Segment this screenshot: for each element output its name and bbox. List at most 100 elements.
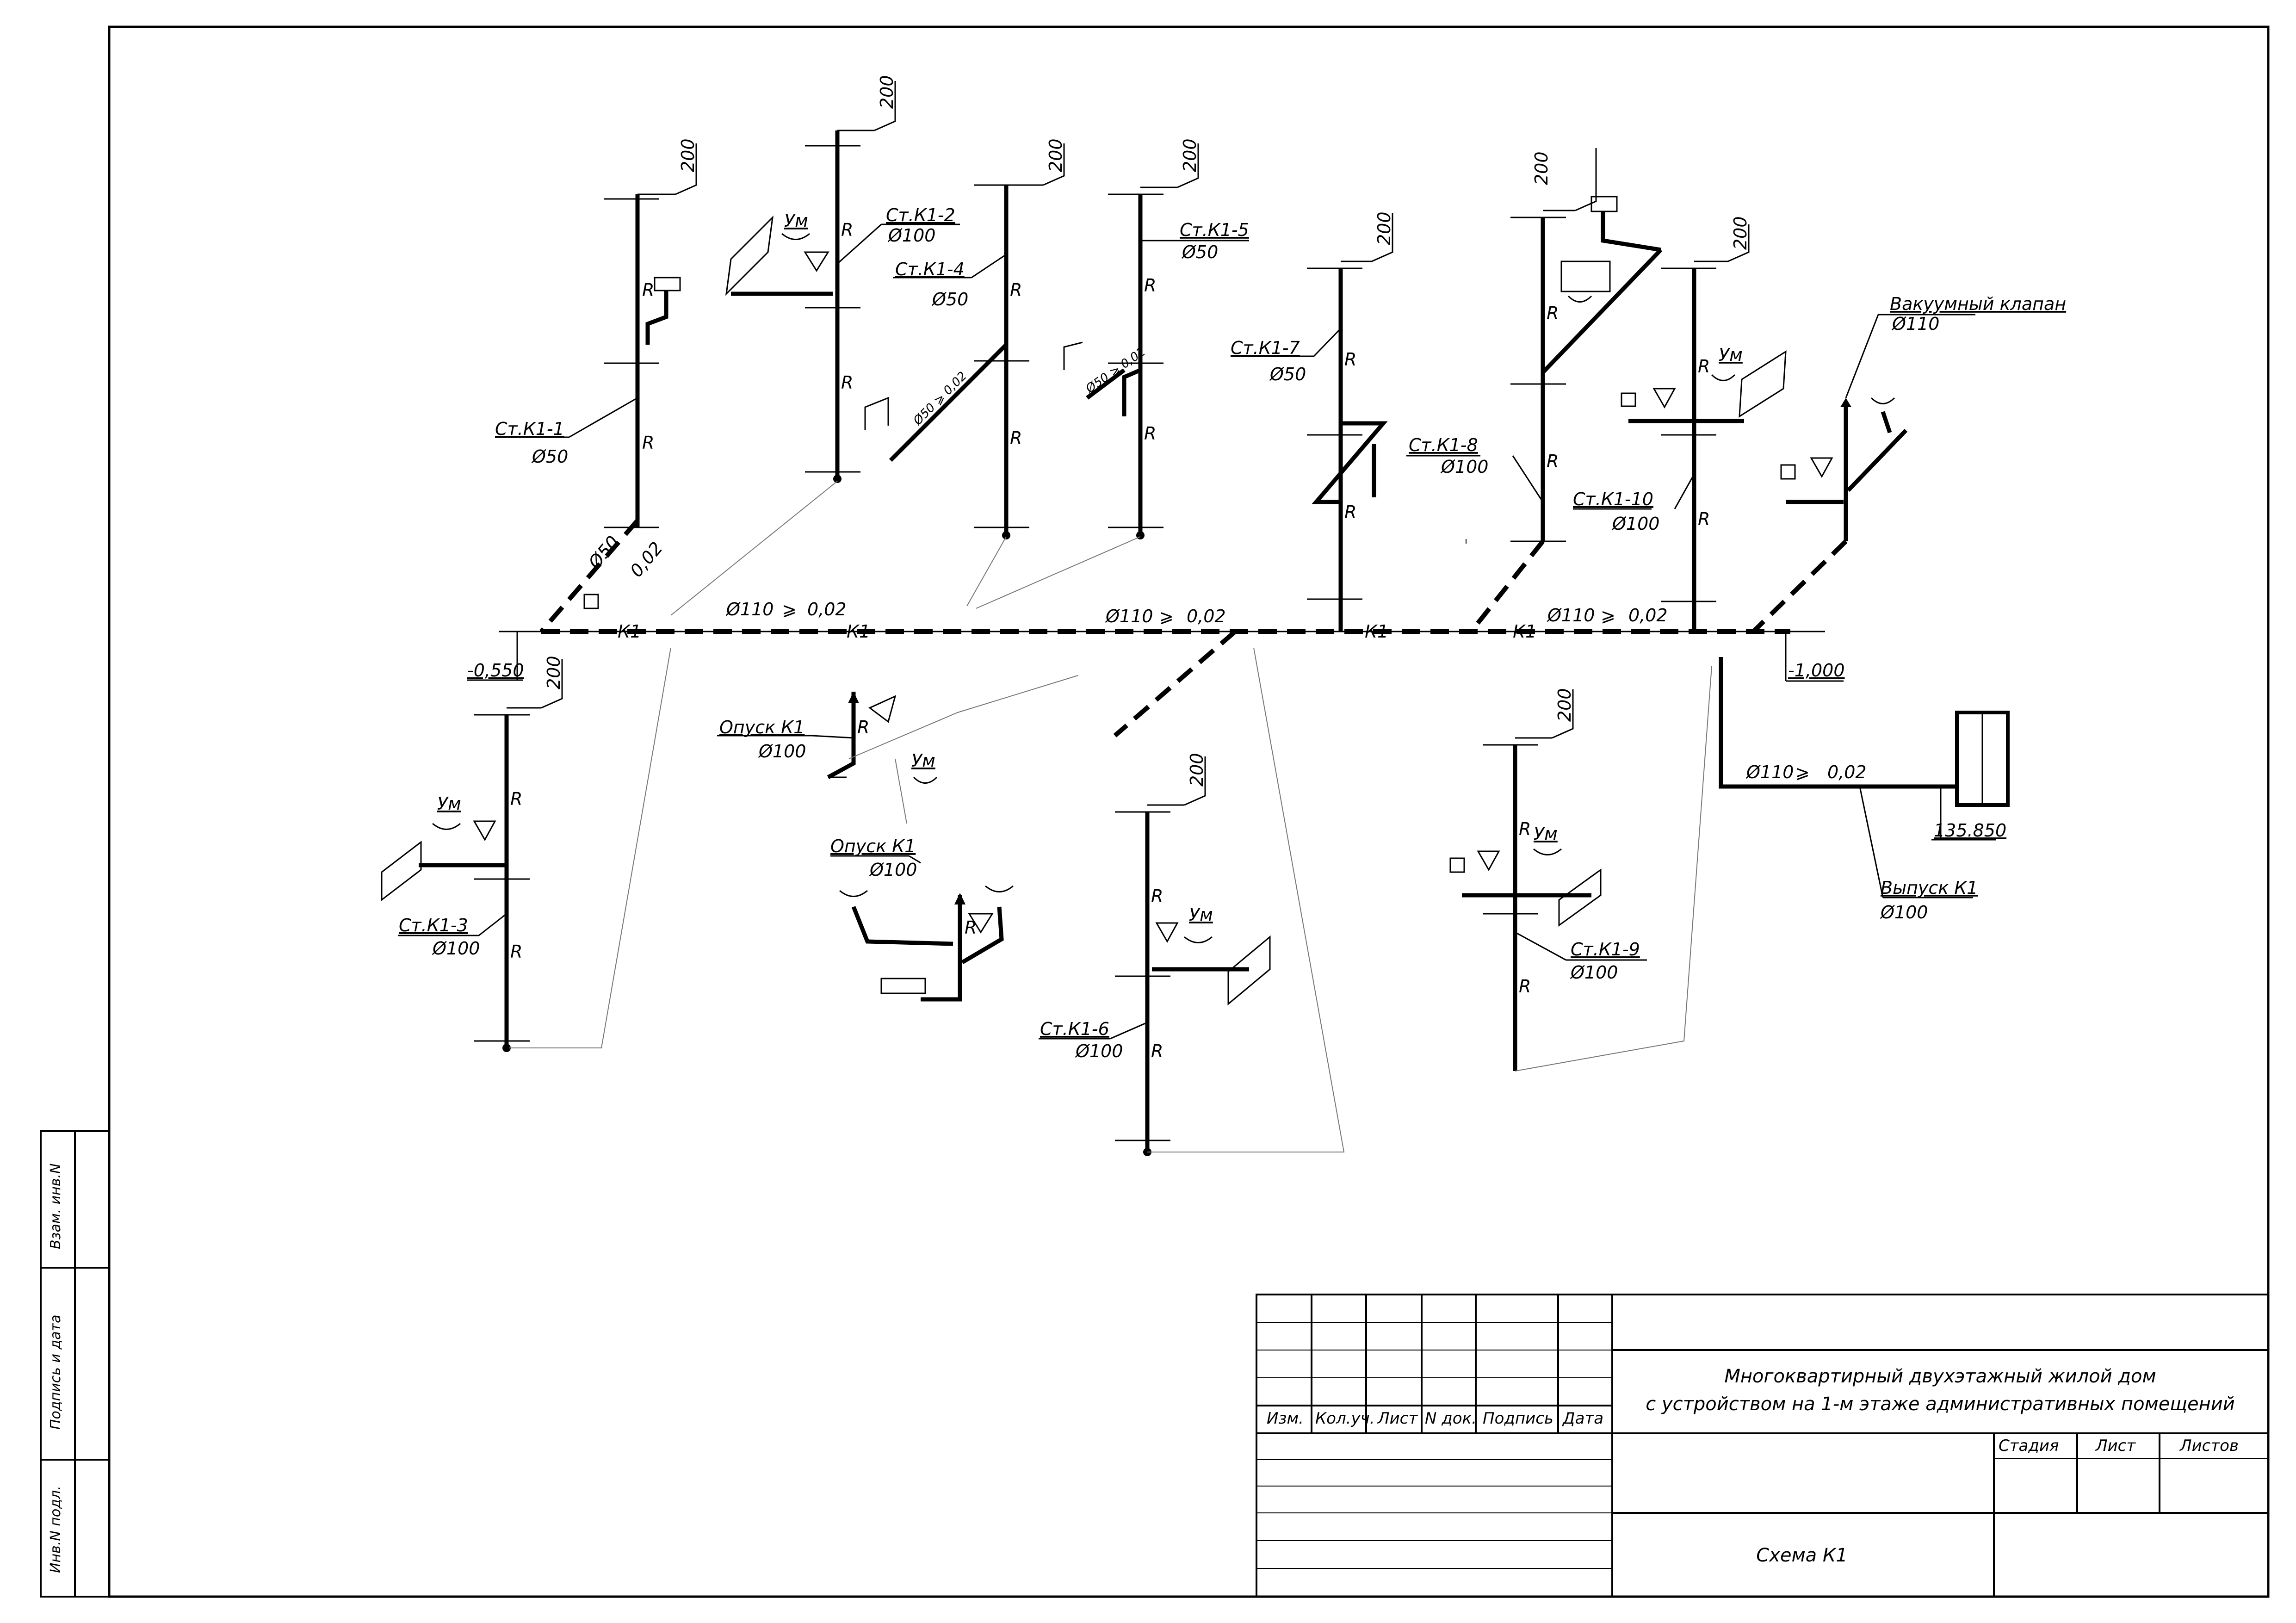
sheet-name: Схема К1 [1756,1545,1847,1566]
k13-height: 200 [544,656,564,689]
col-header-qty: Кол.уч. [1315,1409,1375,1428]
k14-diameter: Ø50 [931,289,968,310]
k13-diameter: Ø100 [432,938,480,959]
reference-lines [509,481,1712,1152]
side-stamp: Взам. инв.N Подпись и дата Инв.N подл. [40,1130,110,1598]
main-slope-3: 0,02 [1628,605,1668,626]
k16-rev-2: R [1151,1041,1163,1061]
riser-k1-4: 200 R R Ø50 ⩾ 0,02 Ст.К1-4 Ø50 [864,138,1066,539]
k18-rev-2: R [1547,451,1559,471]
riser-k1-5: 200 R R Ø50 ⩾ 0,02 Ст.К1-5 Ø50 [1063,138,1249,539]
k110-rev-2: R [1698,509,1710,529]
main-diameter-1: Ø110 [725,599,774,619]
project-title-line2: с устройством на 1-м этаже административ… [1646,1394,2235,1415]
k11-name: Ст.К1-1 [495,419,564,439]
sheet-header: Лист [2095,1437,2136,1455]
drop-upper-fixture: Ум [911,750,935,771]
side-field-sign-date: Подпись и дата [48,1315,64,1430]
col-header-rev: Изм. [1267,1409,1304,1428]
drop-upper-diameter: Ø100 [758,741,806,762]
k12-rev-1: R [841,220,853,240]
main-slope-2: 0,02 [1187,606,1226,626]
level-left: -0,550 [467,660,524,681]
drop-k1-upper: Ум R Опуск К1 Ø100 [717,692,938,784]
outlet-level: 135.850 [1934,820,2006,841]
col-header-signature: Подпись [1483,1409,1553,1428]
k19-rev-2: R [1519,976,1531,997]
k17-height: 200 [1374,211,1394,245]
k12-fixture: Ум [784,211,808,231]
project-title-line1: Многоквартирный двухэтажный жилой дом [1724,1366,2156,1387]
main-code-3: К1 [1365,621,1388,642]
k110-fixture: Ум [1719,345,1743,365]
k12-diameter: Ø100 [887,225,935,246]
k11-rev-1: R [642,280,654,300]
k110-diameter: Ø100 [1611,514,1659,534]
k16-height: 200 [1187,753,1207,787]
k16-fixture: Ум [1189,904,1213,925]
drop-lower-rev: R [965,917,977,938]
k110-rev-1: R [1698,356,1710,377]
vacuum-valve-label: Вакуумный клапан [1890,294,2066,314]
k12-height: 200 [877,75,897,109]
main-slope-sym-3: ⩾ [1601,605,1615,626]
sheet-frame [108,25,2270,1598]
stage-header: Стадия [1999,1437,2059,1455]
k110-height: 200 [1730,216,1751,250]
riser-k1-3: 200 Ум R R Ст.К1-3 Ø100 [381,656,564,1052]
k13-fixture: Ум [437,793,461,814]
level-right: -1,000 [1788,660,1845,681]
k19-height: 200 [1554,688,1575,722]
k16-name: Ст.К1-6 [1040,1019,1109,1039]
title-block: Изм. Кол.уч. Лист N док. Подпись Дата Мн… [1256,1294,2269,1598]
side-field-replace-inv: Взам. инв.N [48,1164,64,1249]
col-header-sheet: Лист [1377,1409,1418,1428]
k15-rev-1: R [1144,275,1156,296]
vacuum-valve-branch: Вакуумный клапан Ø110 [1780,294,2066,509]
k17-name: Ст.К1-7 [1231,338,1300,358]
riser-k1-7: 200 R R Ст.К1-7 Ø50 [1231,211,1394,632]
outlet-diameter: Ø100 [1880,902,1928,923]
k14-branch-label: Ø50 ⩾ 0,02 [910,369,970,428]
riser-k1-8: 200 R R Ст.К1-8 Ø100 [1406,148,1663,542]
main-slope-sym-1: ⩾ [782,599,797,619]
k16-rev-1: R [1151,886,1163,906]
vacuum-valve-diameter: Ø110 [1891,314,1939,334]
side-field-original-inv: Инв.N подл. [48,1486,64,1573]
k110-name: Ст.К1-10 [1573,489,1653,509]
k18-height: 200 [1531,151,1552,185]
main-code-4: К1 [1513,621,1536,642]
k15-rev-2: R [1144,423,1156,444]
k15-diameter: Ø50 [1181,242,1218,262]
main-slope-1: 0,02 [807,599,847,619]
drop-upper-name: Опуск К1 [719,717,805,737]
riser-k1-10: 200 Ум R R Ст.К1-10 Ø100 [1573,216,1787,632]
k19-name: Ст.К1-9 [1571,939,1640,960]
col-header-doc: N док. [1425,1409,1477,1428]
k14-rev-1: R [1010,280,1022,300]
k12-rev-2: R [841,372,853,393]
k11-diameter: Ø50 [531,446,568,467]
k19-diameter: Ø100 [1570,962,1618,983]
drop-k1-lower: R Опуск К1 Ø100 [830,836,1014,1002]
k17-diameter: Ø50 [1269,364,1306,384]
col-header-date: Дата [1562,1409,1603,1428]
main-code-2: К1 [847,621,870,642]
k11-branch-diam: Ø50 [584,532,623,574]
drop-lower-diameter: Ø100 [869,860,917,880]
drop-upper-rev: R [857,717,869,737]
k19-fixture: Ум [1534,824,1558,844]
k15-height: 200 [1180,138,1200,172]
k18-rev-1: R [1547,303,1559,323]
main-diameter-3: Ø110 [1547,605,1595,626]
sheets-count-header: Листов [2179,1437,2239,1455]
outlet-name: Выпуск К1 [1881,878,1978,898]
k18-diameter: Ø100 [1440,457,1488,477]
k16-diameter: Ø100 [1075,1041,1123,1061]
k13-rev-1: R [510,789,522,809]
riser-k1-6: 200 Ум R R Ст.К1-6 Ø100 [1039,753,1271,1156]
outlet-pipe-diameter: Ø110 [1745,762,1794,782]
k15-name: Ст.К1-5 [1180,220,1249,240]
main-slope-sym-2: ⩾ [1159,606,1174,626]
k13-rev-2: R [510,942,522,962]
